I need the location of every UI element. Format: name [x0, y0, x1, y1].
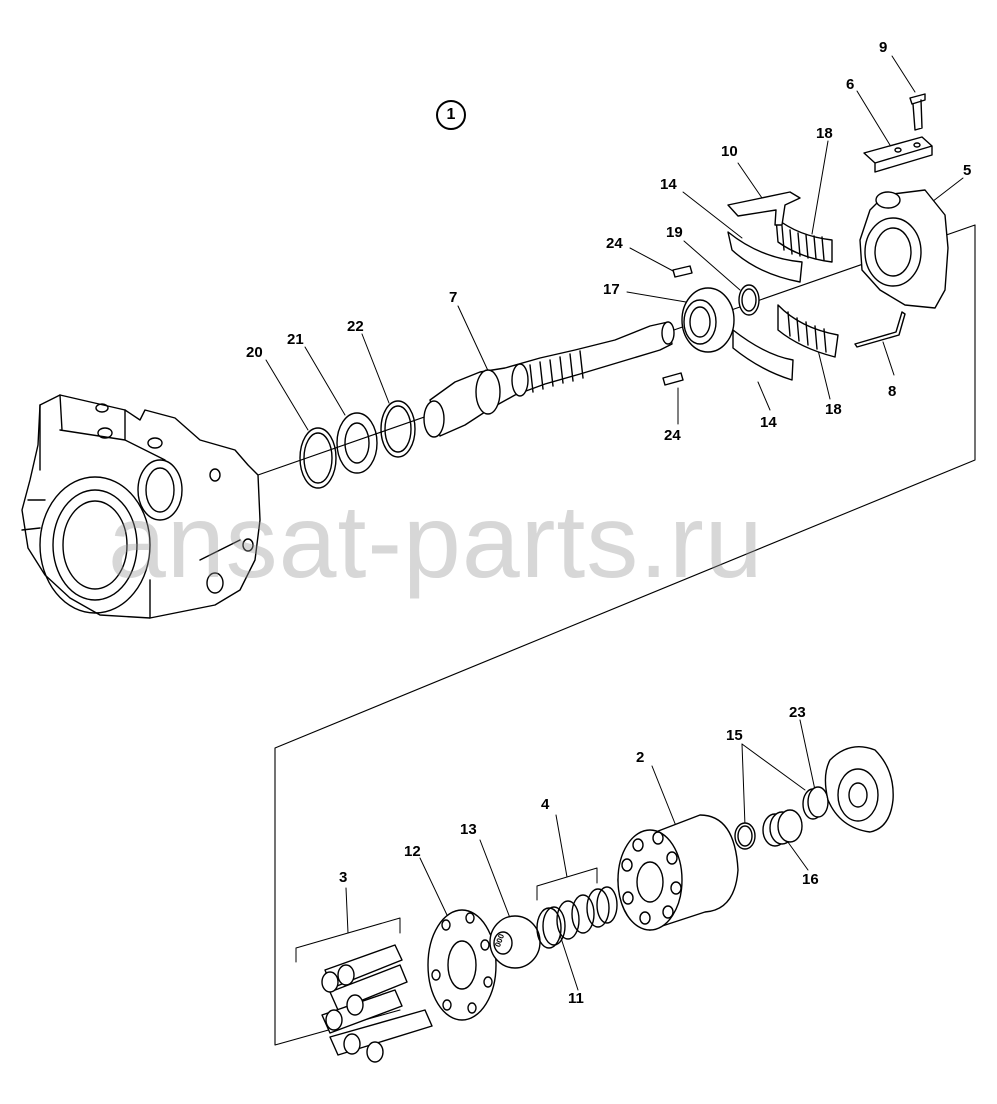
callout-18-bottom: 18	[825, 401, 842, 418]
callout-10: 10	[721, 143, 738, 160]
callout-22: 22	[347, 318, 364, 335]
callout-4: 4	[541, 796, 550, 813]
callout-5: 5	[963, 162, 972, 179]
callout-14-bottom: 14	[760, 414, 777, 431]
callout-2: 2	[636, 749, 645, 766]
callout-13: 13	[460, 821, 477, 838]
callout-8: 8	[888, 383, 897, 400]
callout-18-top: 18	[816, 125, 833, 142]
group-number-circle: 1	[436, 100, 466, 130]
piston-set	[321, 944, 433, 1063]
ball-guide	[489, 915, 541, 969]
cylinder-block	[617, 814, 739, 931]
swashplate-bearings	[727, 191, 906, 381]
springs	[536, 886, 618, 949]
callout-6: 6	[846, 76, 855, 93]
callout-15: 15	[726, 727, 743, 744]
retaining-rings	[299, 400, 416, 489]
assembly-axis-lines	[257, 224, 976, 1046]
callout-20: 20	[246, 344, 263, 361]
callout-24-top: 24	[606, 235, 623, 252]
pump-housing	[21, 394, 261, 619]
callout-11: 11	[568, 990, 584, 1007]
callout-23: 23	[789, 704, 806, 721]
callout-19: 19	[666, 224, 683, 241]
callout-16: 16	[802, 871, 819, 888]
leader-lines	[265, 55, 964, 991]
callout-12: 12	[404, 843, 421, 860]
callout-9: 9	[879, 39, 888, 56]
drive-shaft	[423, 321, 675, 438]
rear-parts	[734, 746, 894, 850]
callout-14-top: 14	[660, 176, 677, 193]
bearing-and-pins	[662, 265, 760, 386]
callout-3: 3	[339, 869, 348, 886]
callout-17: 17	[603, 281, 620, 298]
callout-7: 7	[449, 289, 458, 306]
callout-24-bottom: 24	[664, 427, 681, 444]
retainer-plate	[427, 909, 497, 1021]
swashplate-assembly	[859, 93, 949, 309]
callout-21: 21	[287, 331, 304, 348]
